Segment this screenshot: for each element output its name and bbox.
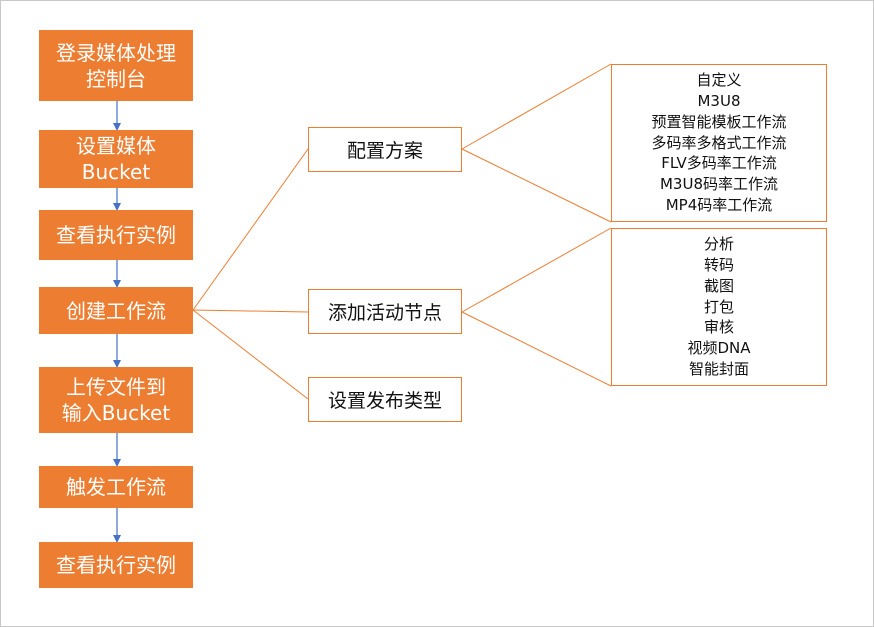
activity-node-item: 视频DNA [687,339,751,358]
option-add-activity-node-label: 添加活动节点 [327,302,442,324]
scheme-item: FLV多码率工作流 [661,154,777,173]
activity-node-item: 智能封面 [688,359,749,378]
scheme-item: MP4码率工作流 [665,195,773,214]
activity-node-item: 转码 [703,256,734,274]
step-view-instances-top-line-1: 查看执行实例 [56,223,176,247]
activity-node-item: 审核 [703,318,734,337]
option-set-publish-type: 设置发布类型 [308,377,462,422]
step-view-instances-bottom-line-1: 查看执行实例 [56,553,176,577]
activity-node-detail-box: 分析 转码 截图 打包 审核 视频DNA 智能封面 [611,228,827,386]
scheme-line-bottom [461,148,612,223]
branch-line-configure-scheme [192,148,309,311]
scheme-item: 多码率多格式工作流 [651,133,787,152]
step-set-media-bucket-line-2: Bucket [81,160,151,184]
step-trigger-workflow-line-1: 触发工作流 [66,475,166,499]
activity-node-item: 截图 [703,276,734,295]
scheme-detail-box: 自定义 M3U8 预置智能模板工作流 多码率多格式工作流 FLV多码率工作流 M… [611,64,827,222]
step-view-instances-top: 查看执行实例 [39,210,193,260]
step-upload-file: 上传文件到 输入Bucket [39,367,193,433]
activity-line-top [461,227,612,313]
scheme-item: M3U8码率工作流 [659,175,778,194]
step-create-workflow-line-1: 创建工作流 [66,298,166,323]
scheme-item: M3U8 [697,92,741,110]
step-login-console-line-2: 控制台 [86,66,146,91]
activity-line-bottom [461,311,612,387]
activity-node-item: 打包 [703,297,734,316]
step-trigger-workflow: 触发工作流 [39,466,193,508]
option-set-publish-type-label: 设置发布类型 [327,390,442,412]
step-create-workflow: 创建工作流 [39,287,193,334]
option-configure-scheme: 配置方案 [308,127,462,172]
step-login-console-line-1: 登录媒体处理 [56,40,176,65]
step-view-instances-bottom: 查看执行实例 [39,542,193,588]
step-set-media-bucket-line-1: 设置媒体 [76,134,156,158]
scheme-item: 自定义 [696,71,742,90]
step-login-console: 登录媒体处理 控制台 [39,30,193,101]
branch-lines [192,63,612,400]
option-configure-scheme-label: 配置方案 [346,140,423,162]
option-add-activity-node: 添加活动节点 [308,289,462,334]
branch-line-add-activity-node [192,309,309,313]
step-upload-file-line-2: 输入Bucket [61,401,171,425]
scheme-item: 预置智能模板工作流 [651,112,787,131]
step-set-media-bucket: 设置媒体 Bucket [39,130,193,188]
branch-line-set-publish-type [192,309,309,400]
step-upload-file-line-1: 上传文件到 [66,375,166,399]
scheme-line-top [461,63,612,150]
activity-node-item: 分析 [703,235,734,254]
